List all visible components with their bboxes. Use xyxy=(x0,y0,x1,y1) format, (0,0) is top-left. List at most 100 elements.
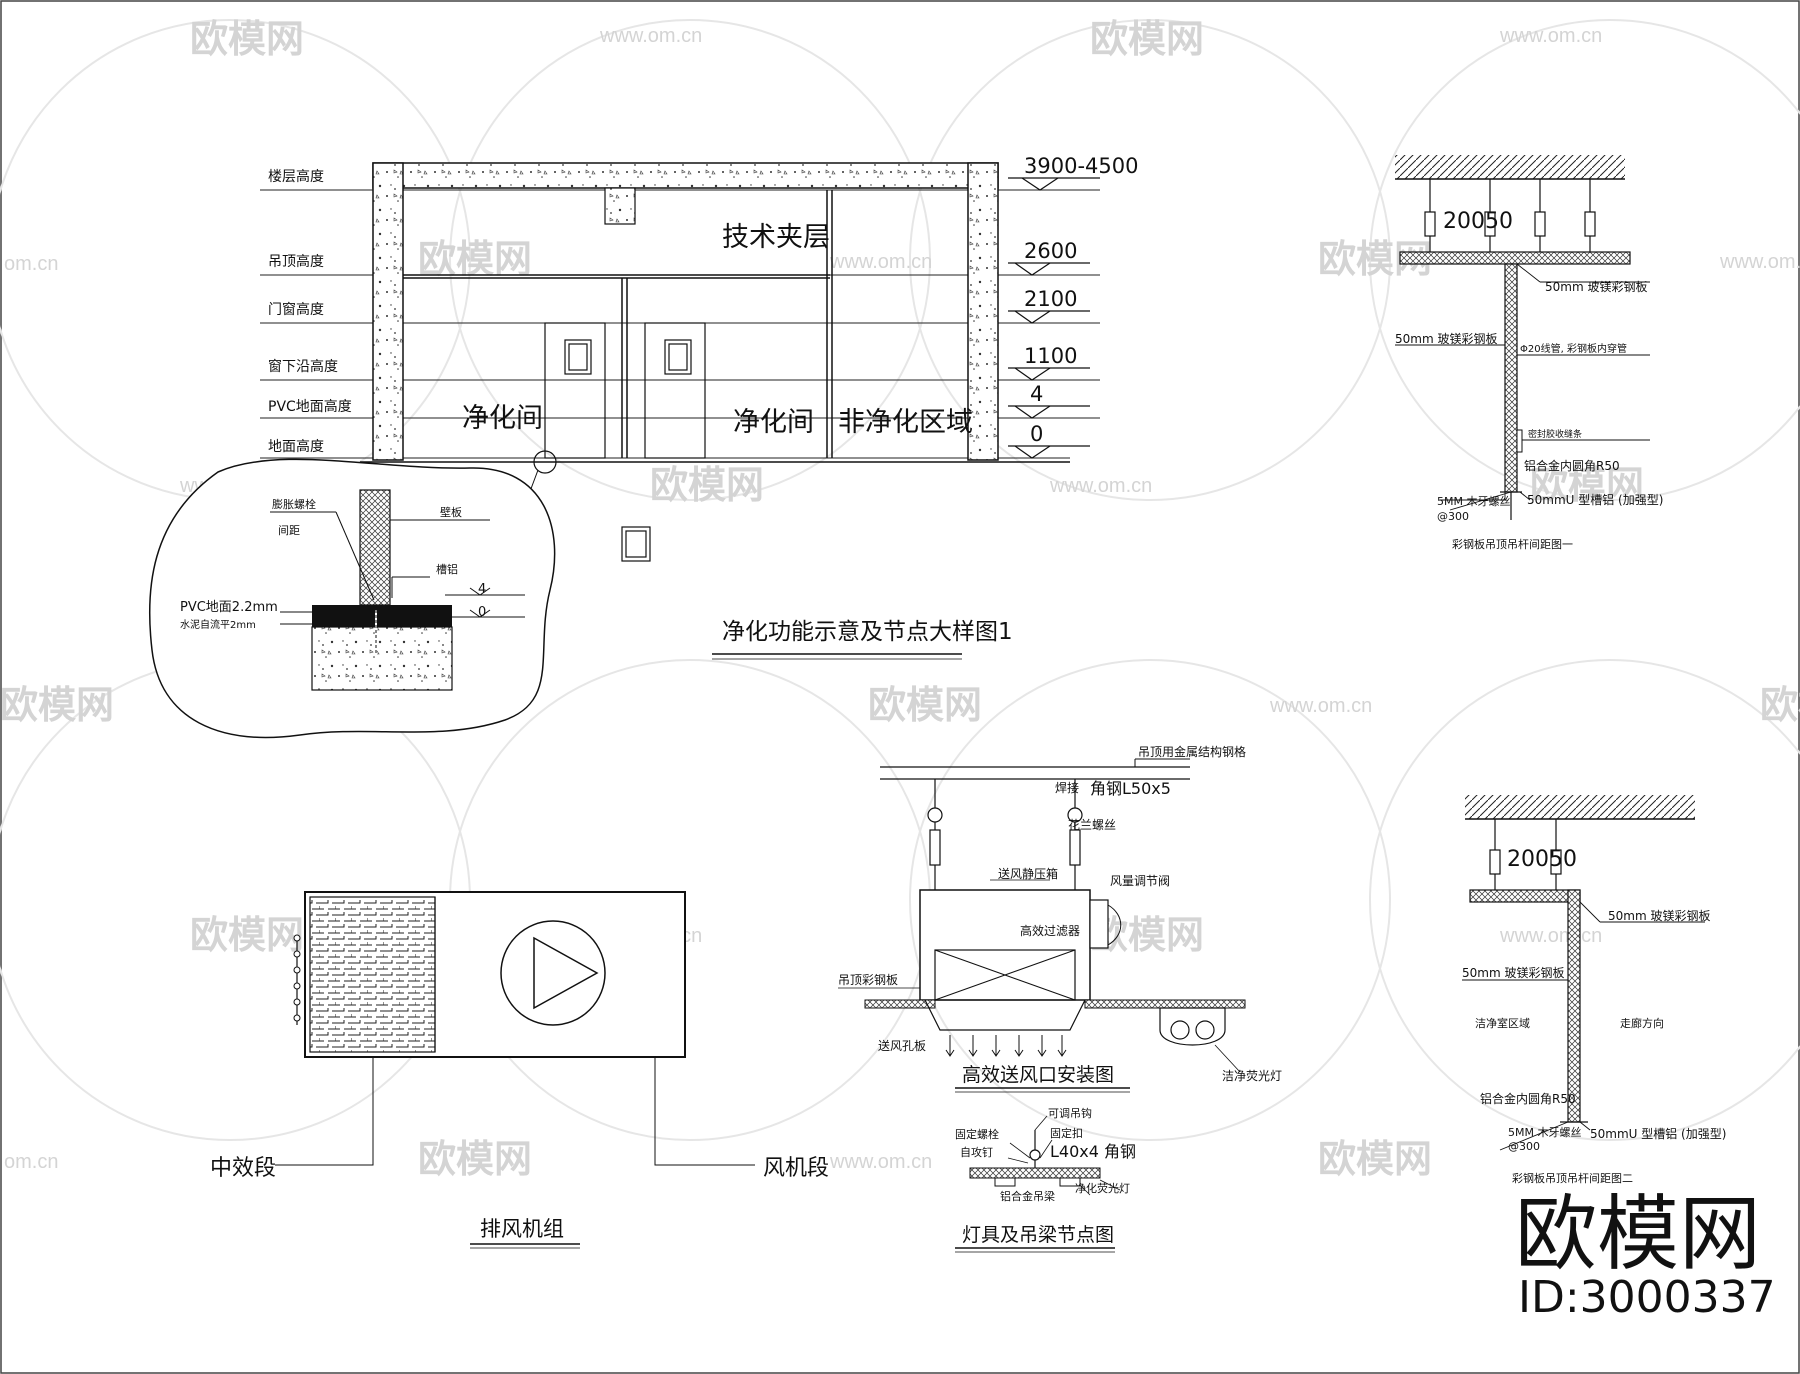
level-value-ceiling: 2600 xyxy=(1024,239,1077,263)
plenum-box xyxy=(919,889,1091,1001)
mark-4: 4 xyxy=(478,582,486,597)
watermark-brand: 欧模网 xyxy=(1760,685,1800,727)
watermark-brand: 欧模网 xyxy=(1530,465,1644,507)
watermark-brand: 欧模网 xyxy=(190,915,304,957)
ceiling2-label-5mm: 5MM 木牙螺丝 xyxy=(1508,1126,1581,1139)
level-label-pvc: PVC地面高度 xyxy=(268,398,352,415)
hepa-caption: 高效送风口安装图 xyxy=(962,1064,1114,1086)
concrete-base xyxy=(311,626,453,691)
level-label-ground: 地面高度 xyxy=(268,438,324,455)
floor-detail-bubble: 膨胀螺栓 间距 壁板 槽铝 PVC地面2.2mm 水泥自流平2mm 4 0 xyxy=(148,458,556,739)
ceiling1-label-at300: @300 xyxy=(1437,510,1469,523)
roof-slab xyxy=(372,162,999,189)
lamp-beam-node: 可调吊钩 固定螺栓 固定扣 自攻钉 L40x4 角钢 铝合金吊梁 净化荧光灯 灯… xyxy=(955,1106,1136,1253)
label-groove-aluminum: 槽铝 xyxy=(436,562,458,576)
ceiling1-label-rod: Φ20线管, 彩钢板内穿管 xyxy=(1520,342,1627,355)
window-symbol xyxy=(621,526,651,562)
diffuser xyxy=(924,999,1086,1031)
watermark-brand: 欧模网 xyxy=(190,19,304,61)
watermark-brand: 欧模网 xyxy=(418,239,532,281)
exhaust-fan-unit: 中效段 风机段 排风机组 xyxy=(210,891,829,1249)
site-logo: 欧模网 ID:3000337 xyxy=(1515,1187,1776,1323)
label-ceiling-panel: 吊顶彩钢板 xyxy=(838,973,898,987)
label-l40-angle: L40x4 角钢 xyxy=(1050,1142,1136,1161)
room-non-clean: 非净化区域 xyxy=(838,407,973,438)
label-wall-panel: 壁板 xyxy=(440,505,462,519)
level-value-window: 1100 xyxy=(1024,344,1077,368)
ceiling2-label-clean-zone: 洁净室区域 xyxy=(1475,1016,1530,1030)
label-spacing: 间距 xyxy=(278,524,300,537)
watermark-url: www.om.cn xyxy=(1499,925,1602,947)
ceiling1-panel xyxy=(1399,251,1631,265)
level-value-door: 2100 xyxy=(1024,287,1077,311)
watermark-url: www.om.cn xyxy=(599,25,702,47)
label-adjustable-hook: 可调吊钩 xyxy=(1048,1106,1092,1120)
ceiling2-label-50mmu: 50mmU 型槽铝 (加强型) xyxy=(1590,1126,1726,1141)
logo-id: ID:3000337 xyxy=(1518,1272,1776,1323)
watermark-brand: 欧模网 xyxy=(868,685,982,727)
watermark-url-short: om.cn xyxy=(4,253,58,275)
ceiling2-label-r50: 铝合金内圆角R50 xyxy=(1480,1091,1576,1106)
label-mid-efficiency: 中效段 xyxy=(210,1156,276,1181)
watermark-url: www.om.cn xyxy=(829,1151,932,1173)
ceiling2-label-at300: @300 xyxy=(1508,1140,1540,1153)
watermark-brand: 欧模网 xyxy=(1090,19,1204,61)
room-clean-1: 净化间 xyxy=(462,403,543,434)
level-markers xyxy=(1008,177,1100,459)
label-tapping-screw: 自攻钉 xyxy=(960,1145,993,1159)
label-filter: 高效过滤器 xyxy=(1020,923,1080,938)
ceiling2-label-wall-panel: 50mm 玻镁彩钢板 xyxy=(1462,966,1564,980)
ceiling1-label-50mmu: 50mmU 型槽铝 (加强型) xyxy=(1527,492,1663,507)
watermark-url-short: om.cn xyxy=(4,1151,58,1173)
fluorescent-lamp xyxy=(1159,1007,1226,1046)
ceiling1-wall-panel xyxy=(1504,263,1518,493)
ceiling2-wall-panel xyxy=(1567,889,1581,1123)
mark-0: 0 xyxy=(478,605,486,620)
label-damper: 风量调节阀 xyxy=(1110,874,1170,888)
clean-room-elevation: 楼层高度 吊顶高度 门窗高度 窗下沿高度 PVC地面高度 地面高度 xyxy=(260,154,1138,660)
label-angle-steel: 角钢L50x5 xyxy=(1090,779,1171,798)
ceiling1-label-seal: 密封胶收缝条 xyxy=(1528,428,1582,440)
logo-brand: 欧模网 xyxy=(1515,1187,1761,1282)
duct-block xyxy=(604,187,636,225)
ceiling2-caption: 彩钢板吊顶吊杆间距图二 xyxy=(1512,1171,1633,1185)
room-tech-interlayer: 技术夹层 xyxy=(722,222,830,253)
ceiling1-label-wall-panel: 50mm 玻镁彩钢板 xyxy=(1395,332,1497,346)
right-column xyxy=(967,162,999,461)
ceiling-detail-1: 20050 50mm 玻镁彩钢板 50mm 玻镁彩钢板 Φ20线管, 彩钢板内穿… xyxy=(1395,155,1663,551)
damper xyxy=(1089,899,1109,949)
label-fix-buckle: 固定扣 xyxy=(1050,1126,1083,1140)
watermark-brand: 欧模网 xyxy=(418,1139,532,1181)
ceiling2-label-ceiling-panel: 50mm 玻镁彩钢板 xyxy=(1608,909,1710,923)
watermark-url: www.om.cn xyxy=(1719,251,1800,273)
exhaust-caption: 排风机组 xyxy=(480,1217,564,1241)
hepa-filter xyxy=(934,949,1076,1001)
ceiling2-label-corridor: 走廊方向 xyxy=(1620,1016,1664,1030)
level-value-ground: 0 xyxy=(1030,422,1043,446)
watermark-brand: 欧模网 xyxy=(650,465,764,507)
level-label-ceiling: 吊顶高度 xyxy=(268,253,324,270)
watermark-url: www.om.cn xyxy=(1049,475,1152,497)
ceiling-detail-2: 20050 50mm 玻镁彩钢板 50mm 玻镁彩钢板 洁净室区域 走廊方向 铝… xyxy=(1462,795,1726,1185)
level-label-floor: 楼层高度 xyxy=(268,168,324,185)
ceiling1-label-ceiling-panel: 50mm 玻镁彩钢板 xyxy=(1545,280,1647,294)
label-expansion-bolt: 膨胀螺栓 xyxy=(272,497,316,511)
label-pvc-floor: PVC地面2.2mm xyxy=(180,600,278,615)
elevation-caption: 净化功能示意及节点大样图1 xyxy=(722,619,1013,645)
label-plenum: 送风静压箱 xyxy=(998,866,1058,881)
level-value-pvc: 4 xyxy=(1030,382,1043,406)
detail-callout-circle xyxy=(533,450,557,474)
label-steel-frame: 吊顶用金属结构钢格 xyxy=(1138,744,1246,759)
level-label-window-sill: 窗下沿高度 xyxy=(268,358,338,375)
mid-efficiency-section xyxy=(309,896,436,1053)
label-diffuser: 送风孔板 xyxy=(878,1038,926,1053)
level-label-door: 门窗高度 xyxy=(268,301,324,318)
ceiling1-dimension: 20050 xyxy=(1443,209,1513,234)
room-clean-2: 净化间 xyxy=(733,407,814,438)
watermark-brand: 欧模网 xyxy=(1090,915,1204,957)
ceiling1-label-r50: 铝合金内圆角R50 xyxy=(1524,458,1620,473)
label-fan-section: 风机段 xyxy=(763,1156,829,1181)
door-left xyxy=(544,322,606,459)
hepa-outlet-diagram: 吊顶用金属结构钢格 焊接 角钢L50x5 花兰螺丝 送风静压箱 高效过滤器 风量… xyxy=(838,744,1282,1093)
